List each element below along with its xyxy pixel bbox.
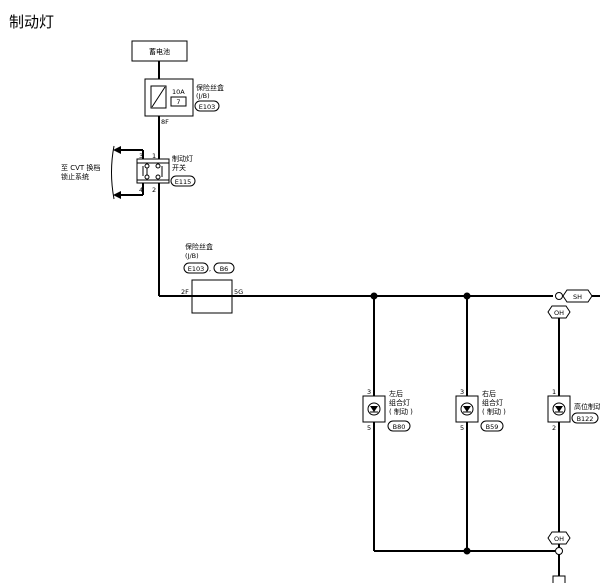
fuse-top-terminal: 8F (161, 118, 169, 126)
connector-badge (170, 175, 196, 187)
connector-badge (387, 420, 411, 432)
fuse-number: 7 (176, 98, 180, 106)
connector-badge (183, 262, 209, 274)
lamp-left-pin-top: 3 (367, 388, 371, 396)
bracket (111, 145, 115, 200)
lamp-left-pin-bottom: 5 (367, 424, 371, 432)
fuse-box-mid-name: 保险丝盒 (185, 242, 213, 251)
switch-pin-2: 2 (152, 186, 156, 194)
switch-side-label-2: 锁止系统 (61, 172, 89, 181)
fuse-mid-terminal-in: 2F (181, 288, 189, 296)
option-label-top: OH (554, 309, 564, 317)
lamp-right-pin-top: 3 (460, 388, 464, 396)
switch-name-2: 开关 (172, 163, 186, 172)
lamp-right-connector: B59 (486, 423, 499, 431)
lamp-high-pin-bottom: 2 (552, 424, 556, 432)
switch-pin-1: 1 (152, 152, 156, 160)
fuse-element-icon (150, 85, 167, 109)
fuse-rating: 10A (172, 88, 185, 96)
lamp-right-name-1: 右后 (482, 389, 496, 398)
switch-connector: E115 (175, 178, 192, 186)
lamp-left-name-3: ( 制动 ) (389, 407, 413, 416)
shield-tag (562, 289, 593, 303)
option-tag (547, 531, 571, 545)
junction-open (555, 547, 563, 555)
fuse-box-top-connector: E103 (199, 103, 216, 111)
fuse-box-top-name: 保险丝盒 (196, 83, 224, 92)
switch-side-label-1: 至 CVT 换档 (61, 163, 100, 172)
lamp-high-connector: B122 (577, 415, 594, 423)
option-label-bottom: OH (554, 535, 564, 543)
switch-pin-3: 3 (139, 152, 143, 160)
arrow-left-icon (113, 146, 121, 154)
lamp-right-pin-bottom: 5 (460, 424, 464, 432)
lamp-right-name-3: ( 制动 ) (482, 407, 506, 416)
fuse-box-mid-connector-2: B6 (220, 265, 229, 273)
fuse-box-top-sub: (J/B) (196, 92, 210, 100)
connector-badge (480, 420, 504, 432)
shield-label: SH (573, 293, 582, 301)
connector-badge (194, 100, 220, 112)
lamp-right-name-2: 组合灯 (482, 398, 503, 407)
fuse-box-mid-sep: , (209, 265, 211, 273)
junction-dot (463, 547, 471, 555)
lamp-high-pin-top: 1 (552, 388, 556, 396)
switch-pin-4: 4 (139, 186, 143, 194)
connector-badge (213, 262, 235, 274)
lamp-left-connector: B80 (393, 423, 406, 431)
fuse-mid-terminal-out: 5G (234, 288, 243, 296)
option-tag (547, 305, 571, 319)
fuse-box-mid-sub: (J/B) (185, 252, 199, 260)
lamp-high-name-1: 高位制动 (574, 402, 600, 411)
connector-badge (571, 412, 599, 424)
junction-open (555, 292, 563, 300)
battery-label: 蓄电池 (149, 47, 170, 56)
switch-name-1: 制动灯 (172, 154, 193, 163)
lamp-left-name-2: 组合灯 (389, 398, 410, 407)
lamp-left-name-1: 左后 (389, 389, 403, 398)
page-title: 制动灯 (9, 13, 54, 31)
arrow-left-icon (113, 191, 121, 199)
fuse-box-mid-connector-1: E103 (188, 265, 205, 273)
fuse-number-box (170, 96, 187, 107)
